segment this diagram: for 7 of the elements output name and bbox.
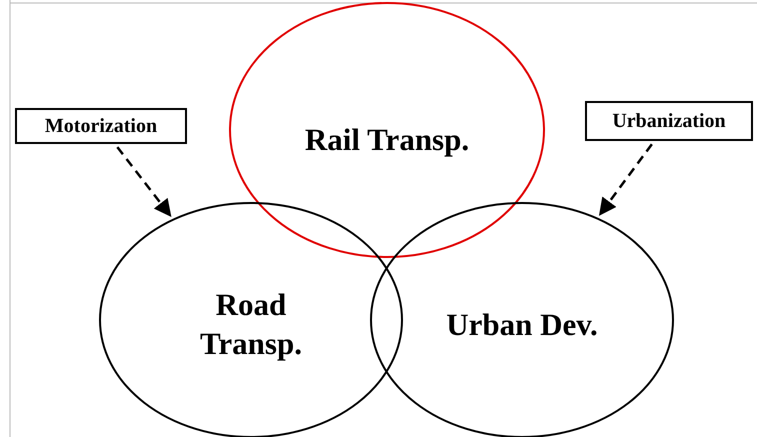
circle-label: Road Transp. — [199, 286, 303, 363]
circle-label: Rail Transp. — [304, 120, 470, 159]
factor-label: Urbanization — [585, 101, 753, 141]
factor-label: Motorization — [15, 108, 187, 144]
arrow — [116, 146, 172, 218]
circle-label: Urban Dev. — [446, 306, 598, 344]
arrow — [598, 143, 653, 216]
